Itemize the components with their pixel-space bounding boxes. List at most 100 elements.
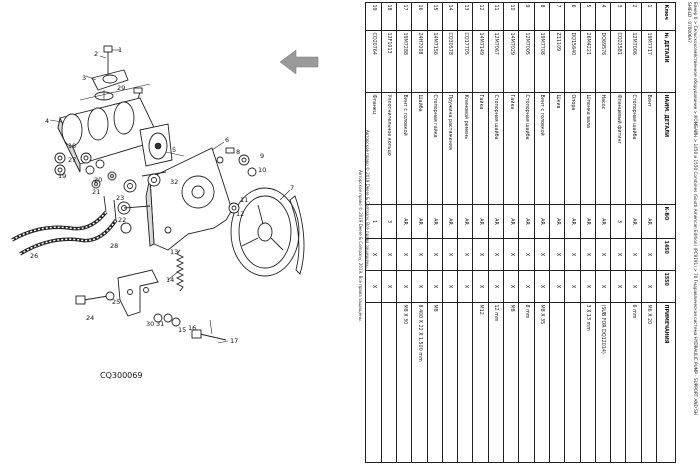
table-cell: 14M7029 — [503, 30, 519, 93]
tension-spring — [175, 249, 185, 292]
column-header: ПРИМЕЧАНИЯ — [656, 302, 676, 463]
table-cell: AR — [457, 204, 473, 239]
table-cell: X — [472, 238, 489, 271]
table-cell: AR — [488, 204, 504, 239]
callout-2: 2 — [94, 50, 98, 58]
table-cell: 2 — [625, 2, 642, 31]
callout-12: 12 — [236, 210, 244, 218]
table-cell: 18 — [381, 2, 397, 31]
table-cell: X — [580, 270, 596, 303]
table-cell: 12M7067 — [488, 30, 504, 93]
table-cell: X — [457, 238, 473, 271]
table-cell: X — [595, 238, 611, 271]
table-cell: X — [610, 270, 626, 303]
footer-line-1: Авторское право © 2019 Deere & Company. … — [365, 130, 370, 269]
table-cell: AR — [549, 204, 565, 239]
direction-arrow-icon — [279, 49, 319, 75]
callout-3: 3 — [82, 74, 86, 82]
callout-9: 9 — [260, 152, 264, 160]
table-cell: X — [641, 270, 657, 303]
table-cell: 6 — [564, 2, 581, 31]
pulley — [230, 187, 305, 277]
table-cell: X — [442, 270, 458, 303]
copyright-footer: Авторское право © 2019 Deere & Company. … — [358, 130, 370, 430]
callout-24: 24 — [86, 314, 94, 322]
hoses — [11, 195, 118, 256]
table-cell — [442, 302, 458, 463]
table-cell: X — [641, 238, 657, 271]
table-cell: AR — [534, 204, 550, 239]
table-cell: X — [518, 238, 535, 271]
table-cell: Фланцевый фитинг — [610, 92, 626, 205]
table-cell: X — [381, 270, 397, 303]
table-cell: 1 — [641, 2, 657, 31]
callout-11: 11 — [240, 196, 248, 204]
table-cell: X — [488, 238, 504, 271]
table-cell: X — [472, 270, 489, 303]
exploded-diagram: 1 2 3 4 5 6 7 8 9 10 11 12 13 14 15 16 1… — [0, 0, 345, 465]
table-cell: 3 — [381, 204, 397, 239]
table-cell: (SUB FOR DQ12014) — [595, 302, 611, 463]
table-cell: X — [381, 238, 397, 271]
table-cell: AR — [595, 204, 611, 239]
table-cell: 19M7288 — [396, 30, 412, 93]
column-header: К-ВО — [656, 204, 676, 239]
table-cell: 19M7717 — [641, 30, 657, 93]
table-cell: 7 — [549, 2, 565, 31]
table-cell: 3 — [610, 204, 626, 239]
table-cell: X — [427, 238, 443, 271]
table-cell: CQ20764 — [365, 30, 382, 93]
table-cell: AR — [641, 204, 657, 239]
table-cell: M12 — [472, 302, 489, 463]
table-cell: 3 — [610, 2, 626, 31]
top-fitting — [91, 45, 143, 107]
table-cell: AR — [442, 204, 458, 239]
callout-29: 29 — [117, 84, 125, 92]
table-cell: X — [503, 270, 519, 303]
callout-15: 15 — [178, 326, 186, 334]
table-cell — [457, 302, 473, 463]
table-cell: AR — [396, 204, 412, 239]
table-cell: Стопорная шайба — [518, 92, 535, 205]
table-cell — [549, 302, 565, 463]
table-cell: Z11109 — [549, 30, 565, 93]
table-cell: Шпонка вала — [580, 92, 596, 205]
callout-10: 10 — [258, 166, 266, 174]
callout-5: 5 — [172, 146, 176, 154]
table-cell: Винт — [641, 92, 657, 205]
table-cell: 11 — [488, 2, 504, 31]
table-cell: Гайка — [472, 92, 489, 205]
callouts: 1 2 3 4 5 6 7 8 9 10 11 12 13 14 15 16 1… — [30, 46, 294, 345]
table-cell: Винт с головкой — [534, 92, 550, 205]
callout-32: 32 — [170, 178, 178, 186]
table-cell: X — [396, 270, 412, 303]
fasteners — [54, 147, 257, 234]
table-cell: AR — [625, 204, 642, 239]
table-cell: 6 mm — [625, 302, 642, 463]
table-cell: 13 — [457, 2, 473, 31]
table-cell: M8 X 30 — [396, 302, 412, 463]
table-cell: X — [534, 238, 550, 271]
table-cell: 4 — [595, 2, 611, 31]
table-cell: 15 — [427, 2, 443, 31]
callout-13: 13 — [170, 248, 178, 256]
table-cell: 16 — [411, 2, 428, 31]
table-cell: X — [534, 270, 550, 303]
table-cell: X — [549, 270, 565, 303]
callout-22: 22 — [118, 216, 126, 224]
table-cell: X — [564, 238, 581, 271]
table-cell: 8 — [534, 2, 550, 31]
table-cell: Стопорная шайба — [488, 92, 504, 205]
callout-25: 25 — [112, 298, 120, 306]
table-cell: X — [549, 238, 565, 271]
table-cell: X — [518, 270, 535, 303]
